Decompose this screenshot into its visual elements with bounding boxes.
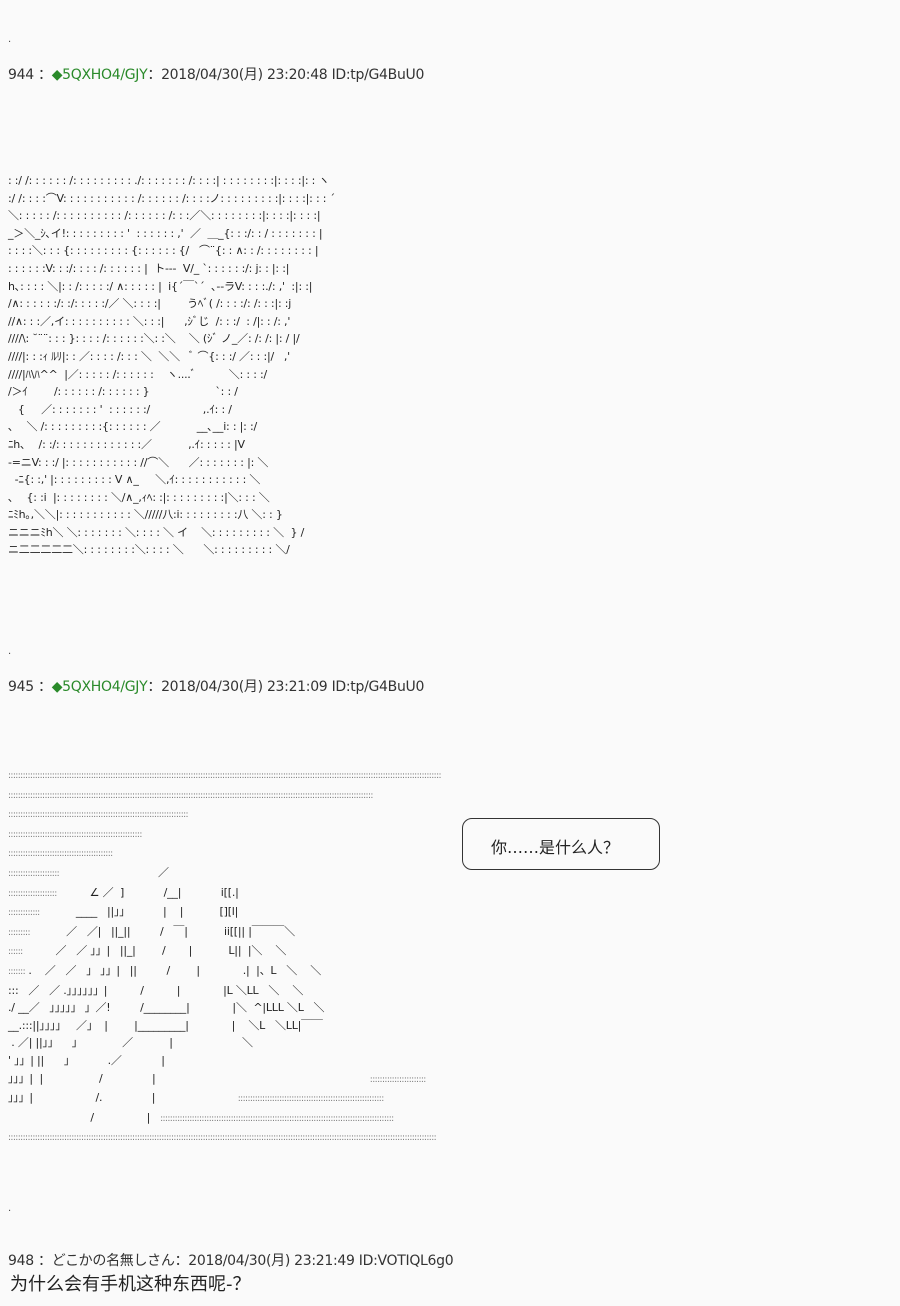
post-separator: .	[8, 1203, 12, 1214]
ascii-art-line: : : : : : :V: : :/: : : : /: : : : : : |…	[8, 261, 290, 275]
post-header: 944 ：◆5QXHO4/GJY：2018/04/30(月) 23:20:48 …	[8, 64, 424, 84]
ascii-art-line: ::::::::::::::::::::: ／	[8, 865, 169, 879]
ascii-art-line: ::: ／ ／ .」」」」」」| / | |L ＼LL ＼ ＼	[8, 983, 304, 997]
post-header: 945 ：◆5QXHO4/GJY：2018/04/30(月) 23:21:09 …	[8, 676, 424, 696]
ascii-art-line: 」」」| | / | :::::::::::::::::::::::	[8, 1071, 426, 1085]
ascii-art-line: / | ::::::::::::::::::::::::::::::::::::…	[8, 1110, 394, 1124]
poster-trip[interactable]: ◆5QXHO4/GJY	[51, 679, 148, 695]
post-separator: .	[8, 34, 12, 45]
poster-trip[interactable]: ◆5QXHO4/GJY	[51, 67, 148, 83]
ascii-art-line: { ／: : : : : : : ' : : : : : :/ ,.ｲ: : /	[8, 402, 232, 416]
post-sep: ：	[37, 1253, 52, 1269]
ascii-art-line: ﾆﾐh｡,＼＼|: : : : : : : : : : : ＼/////八:i:…	[8, 508, 283, 522]
post-number: 945	[8, 679, 34, 695]
ascii-art-line: ./ __／ 」」」」」 」／! /________| |＼ ^|LLL ＼L …	[8, 1001, 325, 1015]
ascii-art-line: :::::::::::::::::::: ∠ ／ ] /__| i[[.|	[8, 885, 239, 899]
ascii-art-line: ::::::::::::::::::::::::::::::::::::::::…	[8, 790, 373, 801]
post-separator: .	[8, 646, 12, 657]
ascii-art-line: __.:::||」」」」 ／」 | |_________| | ＼L ＼LL|￣…	[8, 1018, 323, 1032]
ascii-art-line: ::::::::::::::::::::::::::::::::::::::::…	[8, 810, 189, 821]
ascii-art-line: ' 」」| || 」 .／ |	[8, 1053, 165, 1067]
ascii-art-line: ﾆh､ /: :/: : : : : : : : : : : : :／ ,.ｲ:…	[8, 437, 245, 451]
ascii-art-line: ::::::::: ／ ／| ||_|| / ￣| ii[[|| |￣￣￣＼	[8, 924, 295, 938]
ascii-art-line: :/ /: : : :⌒V: : : : : : : : : : : /: : …	[8, 191, 335, 205]
ascii-art-line: 」」」| /. | ::::::::::::::::::::::::::::::…	[8, 1091, 384, 1105]
post-meta: ：2018/04/30(月) 23:21:09 ID:tp/G4BuU0	[147, 679, 425, 695]
post-sep: ：	[37, 67, 52, 83]
ascii-art: ::::::::::::::::::::::::::::::::::::::::…	[8, 766, 442, 1148]
ascii-art-line: ､ {: :i |: : : : : : : : ＼/∧_,ｨﾍ: :|: : …	[8, 490, 270, 504]
ascii-art-line: ::::::::::::::::::::::::::::::::::::::::…	[8, 1133, 437, 1144]
ascii-art-line: -=ニV: : :/ |: : : : : : : : : : : //⌒＼ ／…	[8, 455, 269, 469]
speech-bubble: 你……是什么人？	[462, 818, 660, 870]
ascii-art-line: _＞＼_ｼ､イ!: : : : : : : : : ' : : : : : : …	[8, 226, 323, 240]
ascii-art-line: ＼: : : : : /: : : : : : : : : : /: : : :…	[8, 209, 321, 223]
ascii-art: : :/ /: : : : : : /: : : : : : : : : ./:…	[8, 172, 335, 559]
ascii-art-line: : :/ /: : : : : : /: : : : : : : : : ./:…	[8, 174, 330, 187]
ascii-art-line: ////\: ˘¨¨: : : }: : : : /: : : : : :＼: …	[8, 332, 300, 346]
post-number: 944	[8, 67, 34, 83]
post-meta: ：2018/04/30(月) 23:21:49 ID:VOTIQL6g0	[174, 1253, 454, 1269]
ascii-art-line: /∧: : : : : :/: :/: : : : :/／ ＼: : : :| …	[8, 297, 292, 311]
post-header: 948 ：どこかの名無しさん：2018/04/30(月) 23:21:49 ID…	[8, 1250, 454, 1270]
post-sep: ：	[37, 679, 52, 695]
post-meta: ：2018/04/30(月) 23:20:48 ID:tp/G4BuU0	[147, 67, 425, 83]
poster-name: どこかの名無しさん	[51, 1253, 175, 1269]
ascii-art-line: ､ ＼ /: : : : : : : : :{: : : : : : ／ __､…	[8, 420, 257, 434]
ascii-art-line: ::::::::::::::::::::::::::::::::::::::::…	[8, 829, 142, 840]
ascii-art-line: ::::::: . ／ ／ 」 」」| || / | .| |、L ＼ ＼	[8, 963, 322, 977]
ascii-art-line: ニニニﾐh＼ ＼: : : : : : : ＼: : : : ＼ イ ＼: : …	[8, 525, 305, 539]
ascii-art-line: . ／| ||」」 」 ／ | ＼	[8, 1036, 253, 1050]
speech-bubble-text: 你……是什么人？	[491, 838, 620, 857]
post-message: 为什么会有手机这种东西呢-？	[10, 1274, 251, 1295]
ascii-art-line: : : : :＼: : : {: : : : : : : : : {: : : …	[8, 244, 319, 258]
ascii-art-line: ::::::::::::::::::::::::::::::::::::::::…	[8, 771, 442, 781]
ascii-art-line: -ﾆ{: :,' |: : : : : : : : : V ∧_ ＼,ｲ: : …	[8, 473, 261, 487]
ascii-art-line: ::::::::::::::::::::::::::::::::::::::::…	[8, 849, 113, 860]
ascii-art-line: :::::: ／ ／ 」」| ||_| / | L|| |＼ ＼	[8, 944, 287, 958]
ascii-art-line: //∧: : :／,イ: : : : : : : : : : ＼: : :| ,…	[8, 314, 291, 328]
post-number: 948	[8, 1253, 34, 1269]
ascii-art-line: ////|: : :ｨ ﾙﾘ|: : ／: : : : /: : : ＼ ＼＼ …	[8, 349, 290, 363]
ascii-art-line: ////|ﾊ\ﾊ^^ |／: : : : : /: : : : : : ヽ...…	[8, 367, 268, 381]
ascii-art-line: h､: : : : ＼|: : /: : : : :/ ∧: : : : : |…	[8, 279, 313, 293]
ascii-art-line: ::::::::::::: ____ ||」」 | | [][l|	[8, 905, 239, 919]
ascii-art-line: ニ二二二二二＼: : : : : : : :＼: : : : ＼ ＼: : : …	[8, 543, 290, 557]
ascii-art-line: /＞ｲ /: : : : : : /: : : : : : } `: : /	[8, 385, 238, 399]
